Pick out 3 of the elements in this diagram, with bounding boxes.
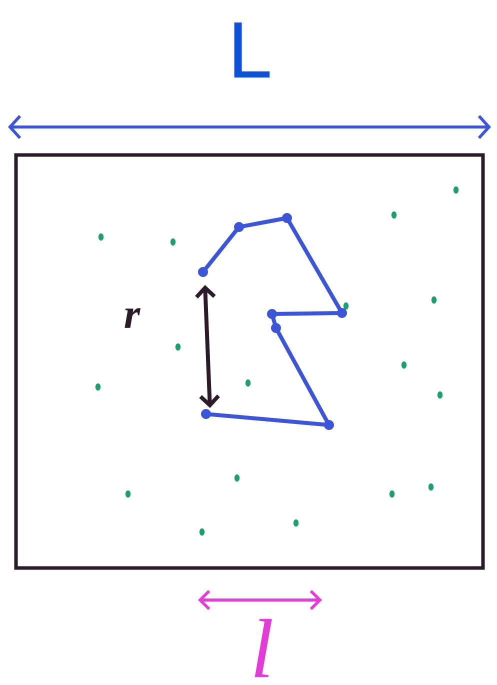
dimension-label: L [234, 22, 270, 78]
distance-label: r [124, 308, 140, 328]
dimension-label: l [254, 618, 272, 678]
